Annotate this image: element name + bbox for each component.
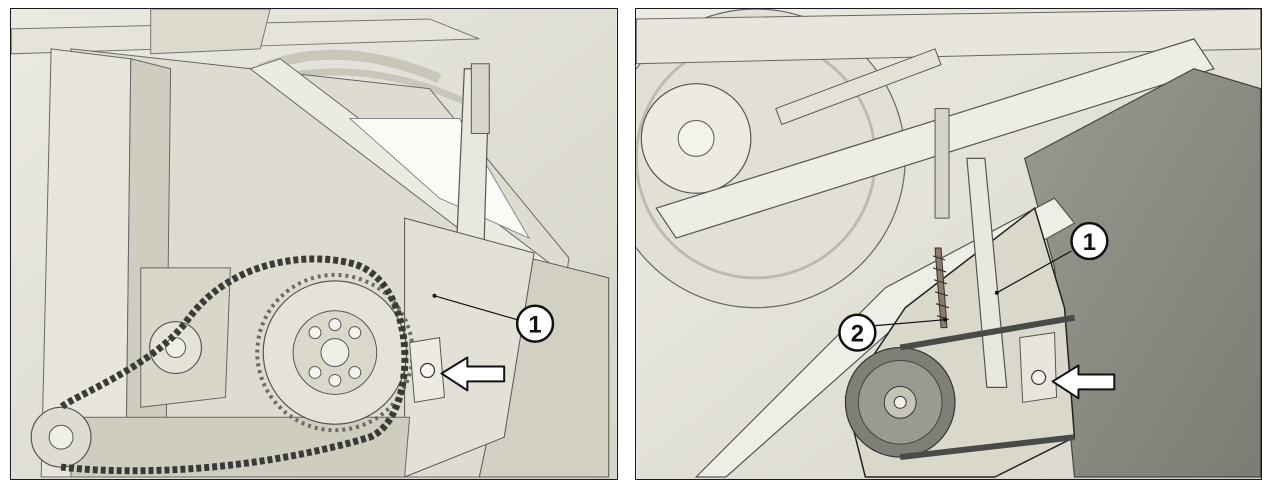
callout-1-label: 1	[1083, 229, 1096, 256]
top-bracket	[150, 9, 271, 55]
tension-spring	[934, 247, 948, 329]
right-illustration-panel: 1 2	[635, 8, 1262, 480]
callout-1-badge: 1	[515, 304, 555, 343]
lug-bolt	[419, 362, 436, 379]
callout-1-label: 1	[528, 312, 541, 339]
white-arrow-icon	[440, 356, 506, 392]
callout-1-badge: 1	[1070, 221, 1109, 261]
bottom-rail	[70, 416, 411, 478]
lug-bolt	[1031, 369, 1047, 385]
belt-pulley	[844, 346, 956, 458]
small-sprocket	[149, 321, 203, 375]
right-machine-drawing: 1 2	[636, 9, 1261, 479]
callout-2-leader	[875, 319, 946, 327]
cylinder-rod	[470, 63, 490, 134]
callout-1-leader	[996, 250, 1072, 294]
white-arrow-icon	[1051, 364, 1116, 400]
callout-2-badge: 2	[838, 313, 877, 352]
left-machine-drawing: 1	[11, 9, 617, 479]
callout-2-anchor	[943, 317, 948, 322]
spring-coils	[932, 255, 950, 321]
belt-lower	[899, 434, 1075, 461]
callout-1-leader	[434, 295, 518, 321]
left-illustration-panel: 1	[10, 8, 618, 480]
callout-2-label: 2	[851, 321, 864, 348]
cylinder-rod	[934, 108, 950, 219]
roller-chain	[58, 255, 409, 475]
large-wheel	[636, 9, 906, 309]
callout-1-anchor	[432, 293, 437, 298]
lower-lug	[1019, 332, 1058, 403]
callout-1-anchor	[994, 290, 999, 295]
drive-sprocket	[30, 406, 92, 468]
top-cylinder	[775, 48, 942, 126]
top-beam	[636, 9, 1261, 65]
belt-upper	[899, 314, 1075, 351]
